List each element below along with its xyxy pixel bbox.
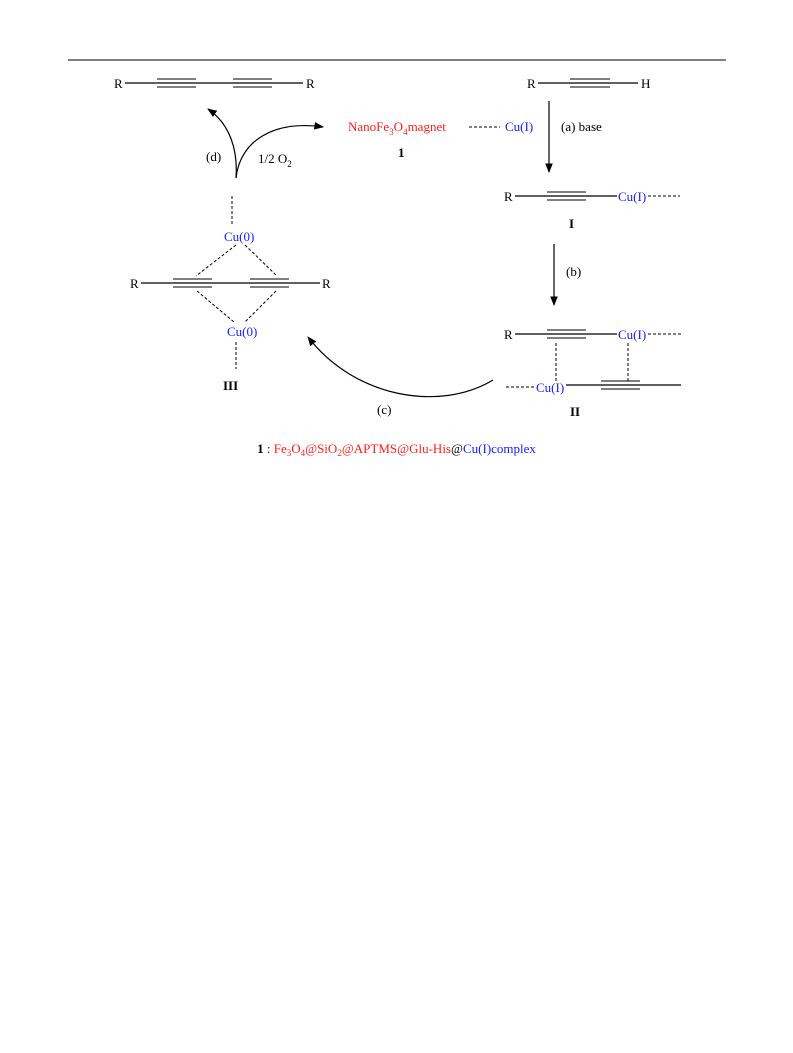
svg-text:Cu(0): Cu(0) — [224, 229, 254, 244]
svg-text:Cu(I): Cu(I) — [536, 380, 564, 395]
caption-support: Fe3O4@SiO2@APTMS@Glu-His — [273, 441, 451, 458]
step-a-label: (a) base — [561, 119, 602, 134]
step-d-label: (d) — [206, 149, 221, 164]
terminal-alkyne: R H — [527, 76, 650, 91]
arrow-step-c — [307, 336, 494, 398]
intermediate-i: R Cu(I) I — [504, 189, 680, 231]
catalyst: NanoFe3O4magnet Cu(I) 1 — [348, 119, 533, 160]
catalyst-label: NanoFe3O4magnet — [348, 119, 446, 137]
product-r-right: R — [306, 76, 315, 91]
svg-text:R: R — [504, 189, 513, 204]
caption-copper: Cu(I)complex — [462, 441, 536, 456]
caption-number: 1 — [257, 441, 264, 456]
product-r-left: R — [114, 76, 123, 91]
alkyne-h: H — [641, 76, 650, 91]
step-b-label: (b) — [566, 264, 581, 279]
arrow-step-d-product — [207, 108, 237, 179]
svg-text:Cu(I): Cu(I) — [618, 327, 646, 342]
alkyne-r: R — [527, 76, 536, 91]
intermediate-iii: Cu(0) R R Cu(0) III — [130, 196, 331, 393]
oxygen-label: 1/2 O2 — [258, 151, 292, 169]
svg-text:R: R — [504, 327, 513, 342]
intermediate-ii-label: II — [570, 404, 580, 419]
arrow-step-d-catalyst — [235, 121, 324, 179]
intermediate-iii-label: III — [223, 378, 238, 393]
catalyst-caption: 1 : Fe3O4@SiO2@APTMS@Glu-His@Cu(I)comple… — [257, 441, 536, 458]
intermediate-ii: R Cu(I) Cu(I) II — [504, 327, 681, 419]
catalyst-cu: Cu(I) — [505, 119, 533, 134]
svg-text:R: R — [322, 276, 331, 291]
compound-1-label: 1 — [398, 145, 405, 160]
svg-text:Cu(I): Cu(I) — [618, 189, 646, 204]
svg-text:Cu(0): Cu(0) — [227, 324, 257, 339]
step-c-label: (c) — [377, 402, 391, 417]
intermediate-i-label: I — [569, 216, 574, 231]
svg-text:R: R — [130, 276, 139, 291]
product-diyne: R R — [114, 76, 315, 91]
